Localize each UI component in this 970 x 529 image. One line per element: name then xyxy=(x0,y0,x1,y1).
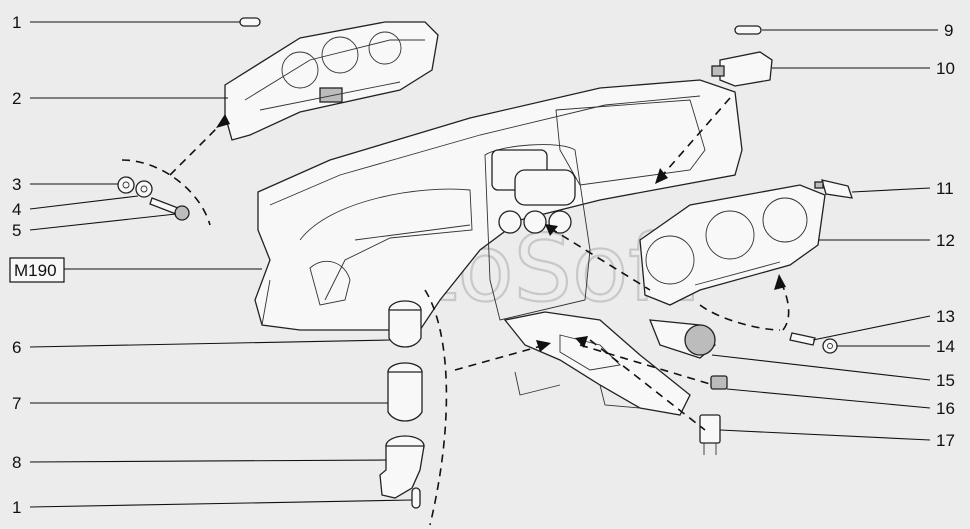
round-switch-part-15 xyxy=(648,319,716,359)
callout-4: 4 xyxy=(12,200,21,219)
callout-15: 15 xyxy=(936,371,955,390)
washer-part-14 xyxy=(822,338,838,354)
lighter-part-6 xyxy=(388,300,422,348)
callout-1-top: 1 xyxy=(12,13,21,32)
callout-3: 3 xyxy=(12,175,21,194)
instrument-cluster xyxy=(224,21,439,141)
callout-11: 11 xyxy=(936,179,954,198)
callout-9: 9 xyxy=(944,21,953,40)
switch-part-11 xyxy=(814,179,853,199)
callout-5: 5 xyxy=(12,221,21,240)
code-label: M190 xyxy=(14,261,57,280)
callout-7: 7 xyxy=(12,394,21,413)
clip-part-3 xyxy=(117,176,135,194)
switch-part-16 xyxy=(710,375,728,390)
bulb-part-1-top xyxy=(239,17,261,27)
callout-10: 10 xyxy=(936,59,955,78)
callout-13: 13 xyxy=(936,307,955,326)
code-label-box: M190 xyxy=(9,257,65,283)
assembly-paths xyxy=(121,97,790,526)
bulb-part-1-bottom xyxy=(411,487,421,509)
callout-2: 2 xyxy=(12,89,21,108)
callout-12: 12 xyxy=(936,231,955,250)
callout-16: 16 xyxy=(936,399,955,418)
bulb-part-9 xyxy=(734,25,762,35)
callouts-right: 9 10 11 12 13 14 15 16 17 xyxy=(936,21,955,450)
callout-17: 17 xyxy=(936,431,955,450)
lighter-housing-part-8 xyxy=(379,435,425,499)
callout-6: 6 xyxy=(12,338,21,357)
instrument-panel-part-12 xyxy=(639,184,826,306)
callout-14: 14 xyxy=(936,337,955,356)
leader-lines xyxy=(29,21,938,508)
callout-1-bottom: 1 xyxy=(12,498,21,517)
callouts-left: 1 2 3 4 5 6 7 8 1 xyxy=(12,13,21,517)
dashboard-panel xyxy=(254,79,743,331)
lighter-socket-part-7 xyxy=(387,362,423,422)
switch-part-17 xyxy=(699,414,721,455)
screw-part-13 xyxy=(789,332,816,346)
washer-part-4 xyxy=(135,180,153,198)
callout-8: 8 xyxy=(12,453,21,472)
center-console xyxy=(503,311,691,416)
lamp-part-10 xyxy=(711,51,773,87)
